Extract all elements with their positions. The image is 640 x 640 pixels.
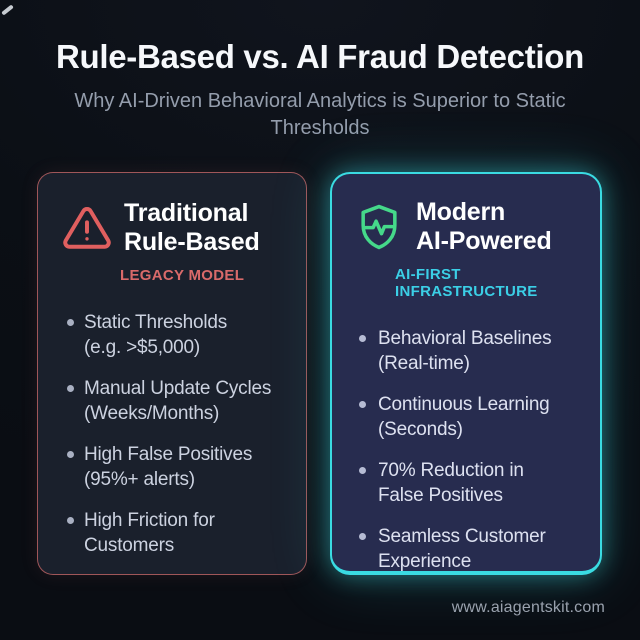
list-item: 70% Reduction in False Positives <box>358 458 578 508</box>
list-item: Manual Update Cycles (Weeks/Months) <box>66 376 282 426</box>
bullet-icon <box>359 467 366 474</box>
list-item: Static Thresholds (e.g. >$5,000) <box>66 310 282 360</box>
shield-pulse-icon <box>354 202 404 252</box>
bullet-icon <box>67 385 74 392</box>
bullet-icon <box>67 517 74 524</box>
card-modern-title: Modern AI-Powered <box>416 198 552 255</box>
header: Rule-Based vs. AI Fraud Detection Why AI… <box>0 0 640 142</box>
warning-triangle-icon <box>62 203 112 253</box>
list-item: Seamless Customer Experience <box>358 524 578 574</box>
card-modern-label: AI-FIRST INFRASTRUCTURE <box>395 266 538 300</box>
card-traditional-header: Traditional Rule-Based <box>62 199 282 257</box>
card-modern-header: Modern AI-Powered <box>354 198 578 256</box>
website-url: www.aiagentskit.com <box>451 599 605 616</box>
card-traditional-rule-based: Traditional Rule-Based LEGACY MODEL Stat… <box>37 172 307 575</box>
card-modern-list: Behavioral Baselines (Real-time) Continu… <box>354 326 578 574</box>
bullet-icon <box>359 401 366 408</box>
card-traditional-title: Traditional Rule-Based <box>124 199 260 256</box>
list-item: High Friction for Customers <box>66 508 282 558</box>
card-traditional-list: Static Thresholds (e.g. >$5,000) Manual … <box>62 310 282 558</box>
page-title: Rule-Based vs. AI Fraud Detection <box>56 38 584 75</box>
list-item: Behavioral Baselines (Real-time) <box>358 326 578 376</box>
bullet-icon <box>359 335 366 342</box>
comparison-cards: Traditional Rule-Based LEGACY MODEL Stat… <box>37 172 602 575</box>
list-item: Continuous Learning (Seconds) <box>358 392 578 442</box>
page-subtitle: Why AI-Driven Behavioral Analytics is Su… <box>74 90 566 139</box>
bullet-icon <box>67 451 74 458</box>
card-modern-ai-powered: Modern AI-Powered AI-FIRST INFRASTRUCTUR… <box>330 172 602 575</box>
card-traditional-label: LEGACY MODEL <box>120 267 245 284</box>
list-item: High False Positives (95%+ alerts) <box>66 442 282 492</box>
bullet-icon <box>67 319 74 326</box>
bullet-icon <box>359 533 366 540</box>
